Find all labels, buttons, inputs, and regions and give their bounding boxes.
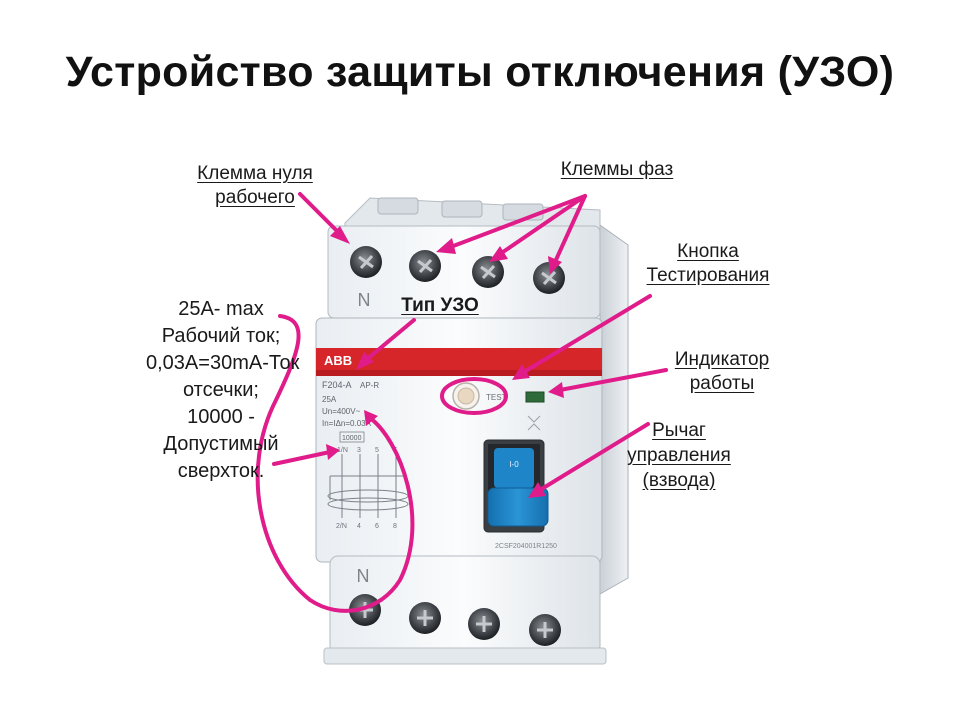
terminal-num-top-2: 3 (357, 447, 361, 454)
arrow-test (522, 294, 652, 374)
control-lever: I-0 (483, 439, 549, 533)
bracket-ratings (255, 314, 415, 613)
device-spec-text: F204-A AP-R 25A Un=400V~ In=IΔn=0.03A 10… (322, 380, 379, 443)
arrow-type (364, 318, 416, 362)
spec-line-2: Un=400V~ (322, 407, 361, 416)
status-indicator (525, 391, 545, 431)
n-mark-bottom: N (357, 566, 370, 586)
label-rcd-type: Тип УЗО (401, 295, 479, 316)
arrow-phase-2 (498, 194, 587, 256)
arrow-phase-1 (446, 194, 587, 250)
label-neutral-terminal: Клемма нуля рабочего (197, 163, 313, 208)
lever-mark: I-0 (509, 460, 519, 469)
arrow-indicator (558, 368, 668, 392)
terminal-num-bottom-2: 4 (357, 523, 361, 530)
label-ratings: 25A- max Рабочий ток; 0,03A=30mA-Ток отс… (146, 298, 300, 482)
annotation-arrows (255, 192, 668, 613)
terminal-num-bottom-3: 6 (375, 523, 379, 530)
test-button: TEST (452, 382, 507, 410)
arrow-lever (538, 422, 650, 492)
spec-line-1: 25A (322, 395, 337, 404)
bottom-terminal-screws (349, 594, 561, 646)
serial-number: 2CSF204001R1250 (495, 543, 557, 550)
type-text: AP-R (360, 381, 379, 390)
page-title: Устройство защиты отключения (УЗО) (65, 48, 895, 96)
label-phase-terminals: Клеммы фаз (560, 159, 674, 180)
test-button-highlight (440, 377, 508, 415)
n-mark-top: N (358, 290, 371, 310)
spec-line-3: In=IΔn=0.03A (322, 419, 372, 428)
arrow-ratings (272, 450, 332, 466)
terminal-num-top-1: 1/N (337, 447, 348, 454)
terminal-num-bottom-4: 8 (393, 523, 397, 530)
label-indicator: Индикатор работы (674, 349, 770, 394)
brand-logo: ABB (324, 353, 352, 368)
label-lever: Рычаг управления (взвода) (627, 420, 731, 491)
model-text: F204-A (322, 380, 352, 390)
terminal-num-top-3: 5 (375, 447, 379, 454)
short-circuit-box: 10000 (342, 435, 362, 442)
arrow-neutral (298, 192, 344, 238)
top-terminal-screws (350, 246, 565, 294)
brand-stripe: ABB (316, 348, 602, 376)
arrow-phase-3 (553, 194, 587, 264)
terminal-num-bottom-1: 2/N (336, 523, 347, 530)
label-test-button: Кнопка Тестирования (646, 241, 770, 286)
test-label: TEST (486, 393, 507, 402)
